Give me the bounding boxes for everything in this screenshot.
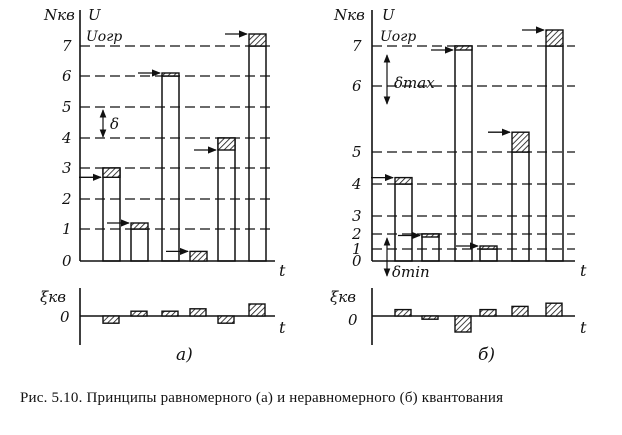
error-bar xyxy=(248,303,266,317)
error-bar xyxy=(161,310,179,317)
panel-a-n-label: Nкв xyxy=(43,6,75,24)
sample-bar xyxy=(130,228,149,262)
y-tick-label: 7 xyxy=(62,37,72,55)
error-bar xyxy=(545,302,563,317)
panel-b-t-label: t xyxy=(580,261,587,280)
panel-a-xi-label: ξкв xyxy=(40,288,66,306)
error-bar xyxy=(130,310,148,317)
panel-a: 0 1 2 3 4 5 6 7 Nкв U Uогр t δ ξкв 0 t а) xyxy=(40,6,286,365)
sample-bar xyxy=(454,45,473,262)
panel-b-level-lines xyxy=(372,45,575,250)
figure-caption: Рис. 5.10. Принципы равномерного (а) и н… xyxy=(20,389,605,407)
y-tick-label: 0 xyxy=(352,252,362,270)
y-tick-label: 5 xyxy=(62,98,72,116)
panel-b-bars xyxy=(371,26,564,262)
y-tick-label: 6 xyxy=(352,77,362,95)
quantization-error-mark xyxy=(189,250,208,262)
quantization-error-mark xyxy=(161,72,180,77)
y-tick-label: 4 xyxy=(61,129,72,147)
y-tick-label: 3 xyxy=(62,159,72,177)
y-tick-label: 7 xyxy=(352,37,362,55)
sample-bar xyxy=(545,45,564,262)
quantization-error-mark xyxy=(511,131,530,153)
quantization-error-mark xyxy=(217,137,236,151)
panel-a-level-lines xyxy=(80,45,275,230)
quantization-error-mark xyxy=(421,233,440,238)
panel-a-bars xyxy=(79,30,267,262)
caption-text: Принципы равномерного (а) и неравномерно… xyxy=(86,390,504,406)
error-bar xyxy=(217,315,235,324)
caption-prefix: Рис. 5.10. xyxy=(20,390,83,406)
quantization-error-mark xyxy=(102,167,121,179)
y-tick-label: 0 xyxy=(62,252,72,270)
panel-a-y-ticks: 0 1 2 3 4 5 6 7 xyxy=(61,37,72,270)
panel-b-xi-t-label: t xyxy=(580,318,587,337)
panel-b-delta-max-label: δmax xyxy=(394,74,435,92)
panel-a-error-bars xyxy=(102,303,266,324)
panel-b-delta-min-label: δmin xyxy=(392,263,430,281)
y-tick-label: 2 xyxy=(61,190,72,208)
y-tick-label: 4 xyxy=(351,175,362,193)
panel-b-n-label: Nкв xyxy=(333,6,365,24)
quantization-error-mark xyxy=(545,29,564,47)
y-tick-label: 2 xyxy=(351,225,362,243)
y-tick-label: 3 xyxy=(352,207,362,225)
panel-b-u-label: U xyxy=(382,6,396,24)
panel-a-xi-t-label: t xyxy=(279,318,286,337)
quantization-error-mark xyxy=(454,45,473,51)
quantization-error-mark xyxy=(130,222,149,230)
y-tick-label: 1 xyxy=(352,240,362,258)
panel-a-t-label: t xyxy=(279,261,286,280)
error-bar xyxy=(511,305,529,317)
sample-bar xyxy=(479,248,498,262)
error-bar xyxy=(479,308,497,317)
sample-bar xyxy=(102,167,121,262)
panel-b-uogr-label: Uогр xyxy=(380,29,416,45)
error-bar xyxy=(189,308,207,317)
y-tick-label: 1 xyxy=(62,220,72,238)
panel-a-uogr-label: Uогр xyxy=(86,29,122,45)
panel-a-u-label: U xyxy=(88,6,102,24)
panel-b-error-bars xyxy=(394,302,563,333)
panel-b-xi-label: ξкв xyxy=(330,288,356,306)
y-tick-label: 6 xyxy=(62,67,72,85)
panel-a-delta-label: δ xyxy=(110,115,119,133)
panel-a-xi-zero: 0 xyxy=(60,308,70,326)
panel-b-xi-zero: 0 xyxy=(348,311,358,329)
error-bar xyxy=(394,308,412,317)
error-bar xyxy=(421,315,439,320)
sample-bar xyxy=(421,233,440,262)
y-tick-label: 5 xyxy=(352,143,362,161)
quantization-error-mark xyxy=(248,33,267,47)
quantization-error-mark xyxy=(479,245,498,250)
error-bar xyxy=(102,315,120,324)
panel-a-caption-letter: а) xyxy=(176,345,193,365)
quantization-error-mark xyxy=(394,176,413,185)
error-bar xyxy=(454,315,472,333)
sample-bar xyxy=(511,151,530,262)
panel-b-caption-letter: б) xyxy=(478,345,495,365)
